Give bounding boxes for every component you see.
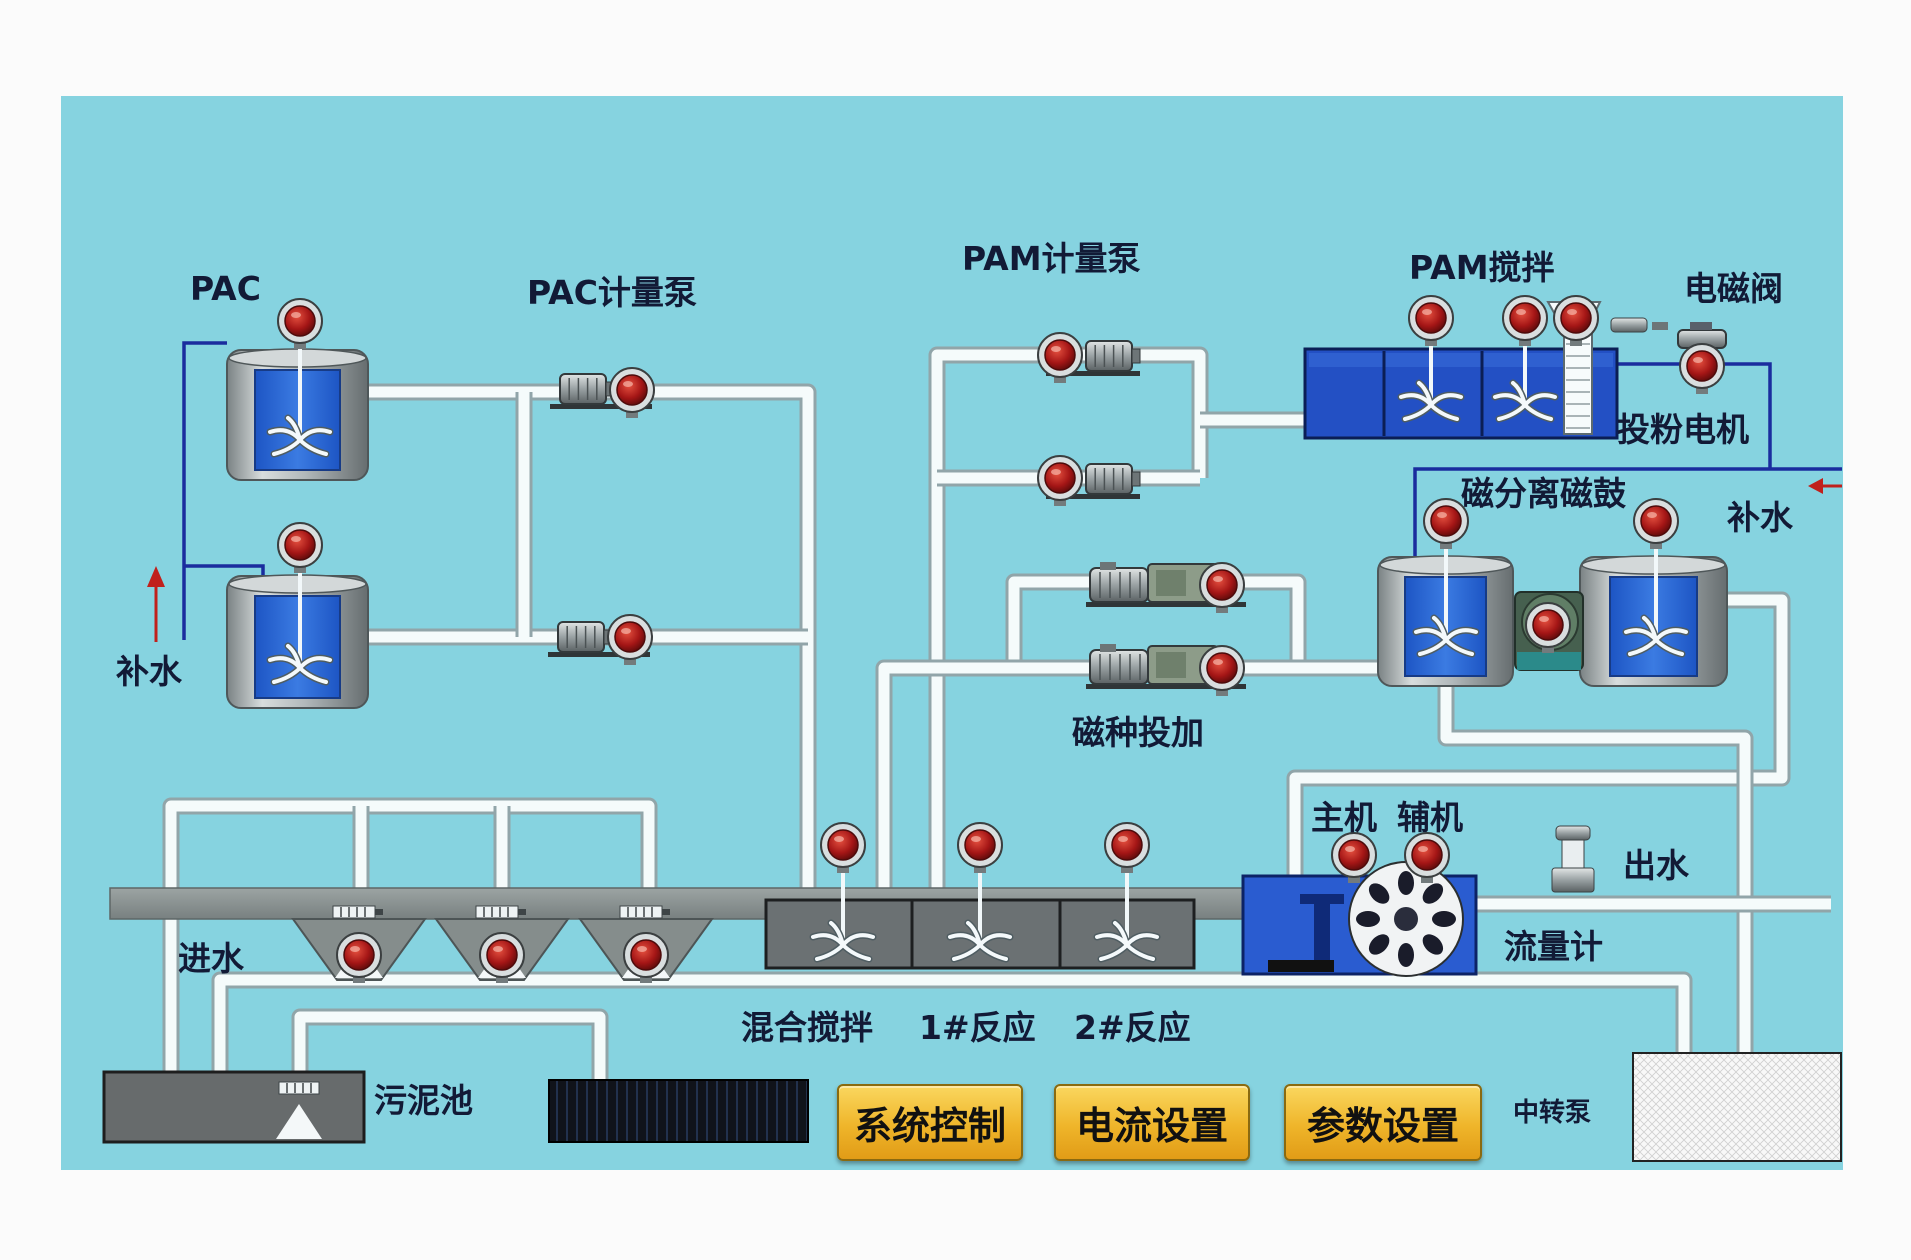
arrow-up-icon bbox=[147, 566, 165, 642]
hopper-mixer-icon bbox=[475, 905, 526, 919]
pac-pump-1-indicator-icon[interactable] bbox=[609, 367, 655, 418]
pac-tank-2-motor-icon[interactable] bbox=[277, 522, 323, 573]
label-powder-motor: 投粉电机 bbox=[1617, 410, 1749, 449]
pam-pump-2-indicator-icon[interactable] bbox=[1037, 455, 1083, 506]
label-inlet: 进水 bbox=[178, 939, 245, 978]
seed-pump-1-indicator-icon[interactable] bbox=[1199, 562, 1245, 613]
label-magnetic-seed: 磁种投加 bbox=[1072, 713, 1204, 752]
label-outlet: 出水 bbox=[1623, 846, 1690, 885]
system-control-button[interactable]: 系统控制 bbox=[837, 1084, 1023, 1161]
agitator-icon bbox=[266, 565, 334, 686]
agitator-icon bbox=[266, 340, 334, 458]
pam-pump-1-indicator-icon[interactable] bbox=[1037, 332, 1083, 383]
pam-mixing-tank[interactable] bbox=[1303, 301, 1619, 440]
pac-tank-2[interactable] bbox=[226, 565, 369, 709]
label-mixing: 混合搅拌 bbox=[741, 1008, 873, 1047]
water-line bbox=[1617, 362, 1772, 469]
labels: PAC PAC计量泵 PAM计量泵 PAM搅拌 电磁阀 投粉电机 磁分离磁鼓 补… bbox=[116, 239, 1794, 1128]
label-pam-mix: PAM搅拌 bbox=[1409, 248, 1555, 287]
agitator-icon bbox=[1397, 338, 1465, 423]
parameter-settings-button[interactable]: 参数设置 bbox=[1284, 1084, 1482, 1161]
pam-stirrer-2-motor-icon[interactable] bbox=[1502, 295, 1548, 346]
mixing-motor-icon[interactable] bbox=[820, 822, 866, 873]
label-sludge-tank: 污泥池 bbox=[374, 1081, 473, 1120]
label-transfer-pump: 中转泵 bbox=[1513, 1098, 1591, 1128]
hopper-mixer-icon bbox=[332, 905, 383, 919]
pipe bbox=[1286, 591, 1791, 876]
magnetic-tank-b[interactable] bbox=[1579, 540, 1728, 687]
seed-pump-2-indicator-icon[interactable] bbox=[1199, 645, 1245, 696]
flowmeter-icon bbox=[1551, 825, 1595, 893]
hopper-mixer-icon bbox=[619, 905, 670, 919]
hopper-2-motor-icon[interactable] bbox=[479, 932, 525, 983]
hopper-1-motor-icon[interactable] bbox=[336, 932, 382, 983]
pam-stirrer-1-motor-icon[interactable] bbox=[1408, 295, 1454, 346]
pipe bbox=[211, 971, 1693, 1072]
label-pam-pump: PAM计量泵 bbox=[962, 239, 1141, 278]
current-settings-button[interactable]: 电流设置 bbox=[1054, 1084, 1250, 1161]
label-flowmeter: 流量计 bbox=[1504, 927, 1603, 966]
agitator-icon bbox=[946, 865, 1014, 963]
magnetic-tank-b-motor-icon[interactable] bbox=[1633, 498, 1679, 549]
equipment-layer bbox=[102, 301, 1842, 1162]
label-main-unit: 主机 bbox=[1311, 798, 1377, 837]
label-reaction-2: 2#反应 bbox=[1074, 1008, 1191, 1047]
label-aux-unit: 辅机 bbox=[1397, 798, 1463, 837]
magnetic-drum-motor-icon[interactable] bbox=[1525, 602, 1571, 653]
label-pac: PAC bbox=[190, 269, 261, 308]
water-line bbox=[182, 341, 227, 640]
magnetic-seed-pump-2[interactable] bbox=[1086, 644, 1246, 689]
feeder-icon bbox=[1610, 317, 1668, 333]
main-unit-motor-icon[interactable] bbox=[1331, 832, 1377, 883]
pac-pump-2-indicator-icon[interactable] bbox=[607, 614, 653, 665]
agitator-icon bbox=[1622, 540, 1690, 658]
pipe bbox=[368, 383, 817, 888]
sludge-pump-icon bbox=[276, 1081, 322, 1139]
magnetic-tank-a-motor-icon[interactable] bbox=[1423, 498, 1469, 549]
water-line bbox=[1413, 467, 1842, 557]
arrow-left-icon bbox=[1808, 478, 1842, 494]
agitator-icon bbox=[1093, 865, 1161, 963]
label-makeup-water-left: 补水 bbox=[116, 652, 183, 691]
transfer-tank bbox=[1632, 1052, 1842, 1162]
label-makeup-water-right: 补水 bbox=[1727, 498, 1794, 537]
main-separator-unit[interactable] bbox=[1241, 861, 1478, 977]
pam-metering-pump-1[interactable] bbox=[1046, 340, 1141, 376]
agitator-icon bbox=[1491, 338, 1559, 423]
reaction-2-motor-icon[interactable] bbox=[1104, 822, 1150, 873]
label-magnetic-drum: 磁分离磁鼓 bbox=[1461, 474, 1627, 513]
mixing-reaction-tank[interactable] bbox=[764, 865, 1196, 970]
label-pac-pump: PAC计量泵 bbox=[527, 273, 697, 312]
pac-tank-1-motor-icon[interactable] bbox=[277, 298, 323, 349]
label-reaction-1: 1#反应 bbox=[919, 1008, 1036, 1047]
hopper-3-motor-icon[interactable] bbox=[623, 932, 669, 983]
magnetic-tank-a[interactable] bbox=[1377, 540, 1514, 687]
pam-metering-pump-2[interactable] bbox=[1046, 463, 1141, 499]
agitator-icon bbox=[809, 865, 877, 963]
pipe bbox=[162, 797, 658, 1072]
reaction-1-motor-icon[interactable] bbox=[957, 822, 1003, 873]
sludge-tank[interactable] bbox=[102, 1070, 366, 1144]
solenoid-valve-indicator-icon[interactable] bbox=[1679, 343, 1725, 394]
dark-display-bar bbox=[548, 1079, 809, 1143]
aux-unit-motor-icon[interactable] bbox=[1404, 832, 1450, 883]
pipe bbox=[291, 1008, 609, 1080]
pac-tank-1[interactable] bbox=[226, 340, 369, 481]
label-solenoid-valve: 电磁阀 bbox=[1684, 269, 1783, 308]
motor-layer bbox=[277, 295, 1725, 983]
powder-motor-icon[interactable] bbox=[1553, 295, 1599, 346]
agitator-icon bbox=[1412, 540, 1480, 658]
